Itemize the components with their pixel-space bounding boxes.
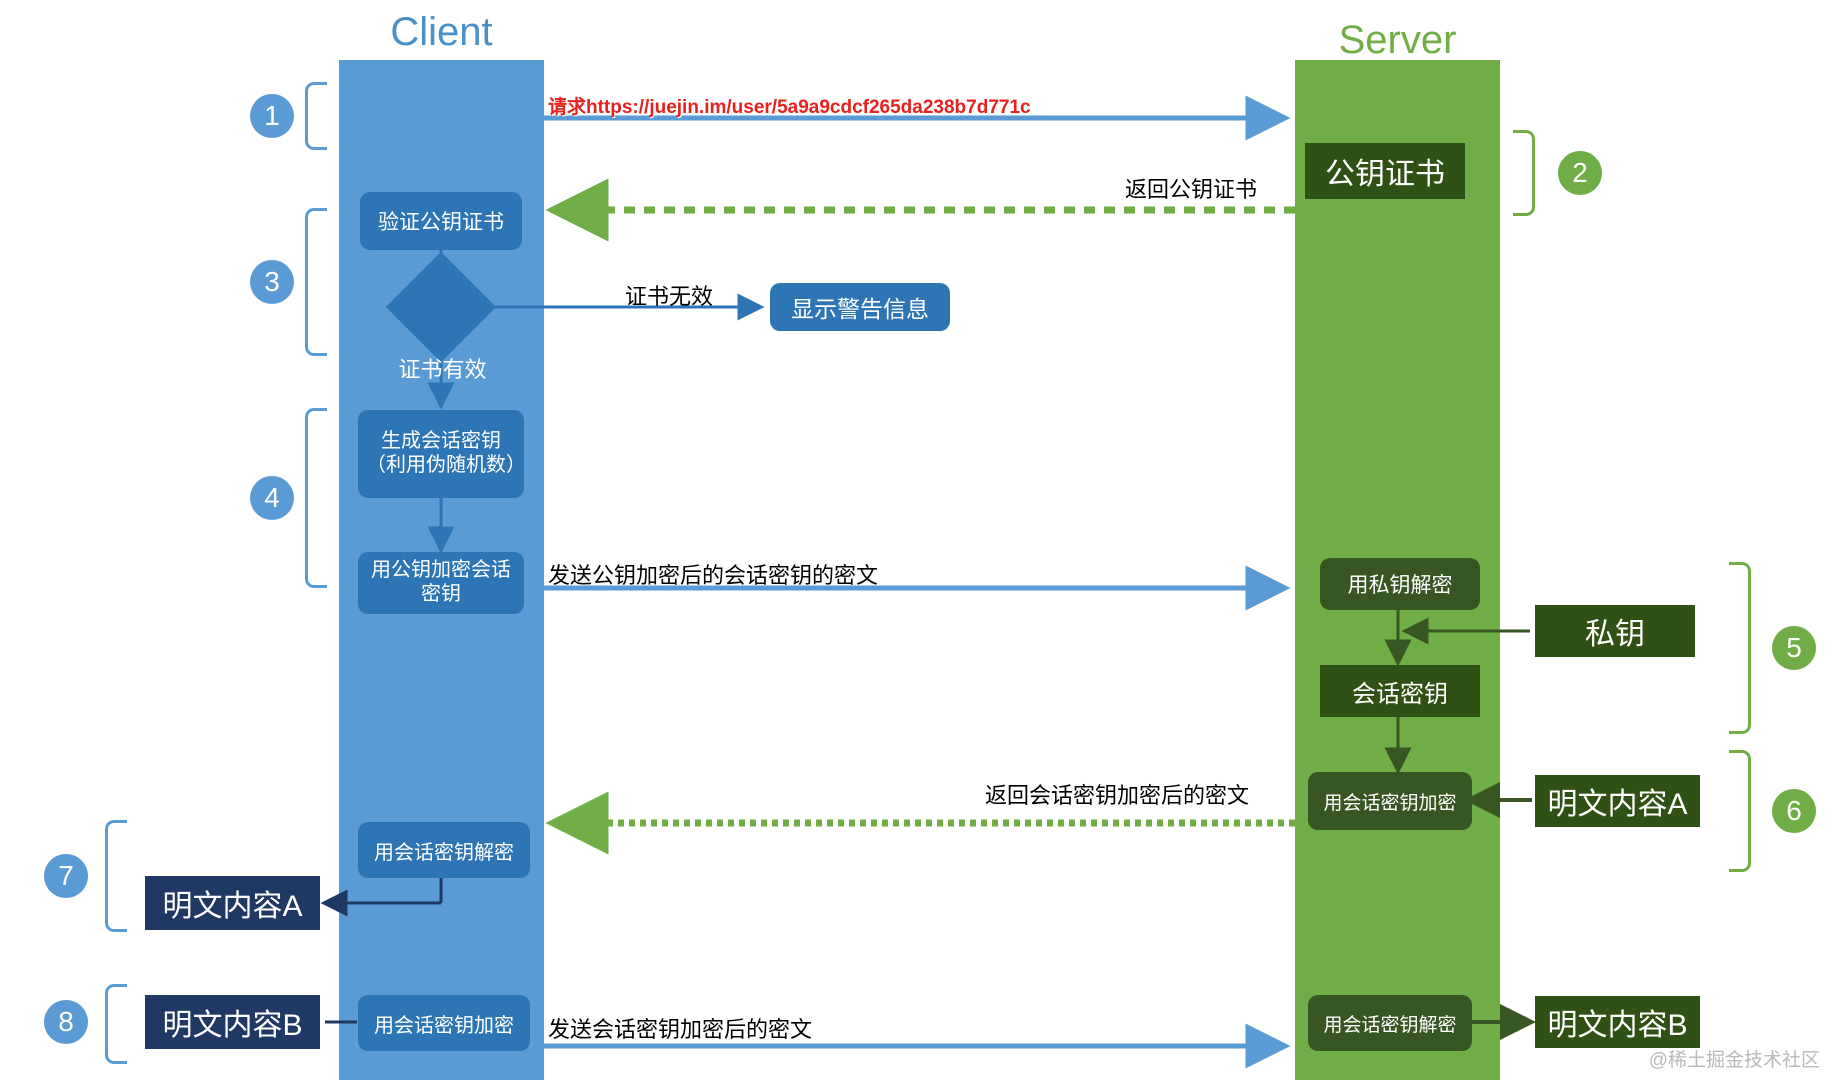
step-bullet-5[interactable]: 5 [1772,626,1816,670]
step-bracket-3 [305,208,327,356]
step-bracket-5 [1729,562,1751,734]
client-node-verify-cert-label: 验证公钥证书 [378,211,504,234]
server-node-encrypt-with-session-key-label: 用会话密钥加密 [1323,792,1457,814]
server-node-plaintext-a[interactable]: 明文内容A [1535,775,1700,827]
client-node-show-warning[interactable]: 显示警告信息 [770,283,950,331]
client-node-gen-session-key[interactable]: 生成会话密钥（利用伪随机数） [358,410,526,498]
flow-label-request-url: 请求https://juejin.im/user/5a9a9cdcf265da2… [548,97,1031,118]
flow-label-send-encrypted-content: 发送会话密钥加密后的密文 [548,1017,813,1042]
client-node-plaintext-a-label: 明文内容A [162,890,303,923]
client-node-plaintext-b-label: 明文内容B [162,1009,303,1042]
step-bullet-1[interactable]: 1 [250,94,294,138]
step-bracket-7 [105,820,127,932]
client-node-encrypt-with-session-key-label: 用会话密钥加密 [374,1014,514,1037]
step-bullet-2-label: 2 [1572,157,1588,188]
step-bullet-7[interactable]: 7 [44,854,88,898]
step-bracket-6 [1729,750,1751,872]
step-bracket-8 [105,984,127,1064]
step-bullet-8[interactable]: 8 [44,1000,88,1044]
server-node-decrypt-with-session-key[interactable]: 用会话密钥解密 [1308,995,1472,1051]
flow-label-send-encrypted-session-key: 发送公钥加密后的会话密钥的密文 [548,563,879,588]
step-bullet-6[interactable]: 6 [1772,789,1816,833]
server-node-session-key[interactable]: 会话密钥 [1320,665,1480,717]
client-node-plaintext-a[interactable]: 明文内容A [145,876,320,930]
step-bullet-7-label: 7 [58,860,74,891]
server-node-encrypt-with-session-key[interactable]: 用会话密钥加密 [1308,772,1472,830]
client-node-decrypt-with-session-key[interactable]: 用会话密钥解密 [358,822,530,878]
step-bullet-4[interactable]: 4 [250,476,294,520]
step-bullet-6-label: 6 [1786,795,1802,826]
flow-label-return-cert: 返回公钥证书 [1125,177,1258,202]
client-node-decrypt-with-session-key-label: 用会话密钥解密 [374,841,514,864]
step-bullet-4-label: 4 [264,482,280,513]
step-bullet-2[interactable]: 2 [1558,151,1602,195]
server-node-decrypt-with-privkey-label: 用私钥解密 [1347,574,1453,597]
client-decision-label: 证书有效 [398,357,487,382]
client-node-encrypt-with-pubkey-label: 用公钥加密会话密钥 [371,559,511,605]
server-node-plaintext-a-label: 明文内容A [1547,788,1688,821]
server-node-decrypt-with-session-key-label: 用会话密钥解密 [1323,1014,1457,1036]
server-node-private-key-label: 私钥 [1585,618,1645,651]
step-bullet-3-label: 3 [264,266,280,297]
client-node-verify-cert[interactable]: 验证公钥证书 [360,192,522,250]
server-node-session-key-label: 会话密钥 [1352,680,1448,708]
step-bullet-3[interactable]: 3 [250,260,294,304]
step-bracket-1 [305,82,327,150]
flow-label-cert-invalid: 证书无效 [625,284,714,309]
client-node-encrypt-with-pubkey[interactable]: 用公钥加密会话密钥 [358,552,524,614]
watermark: @稀土掘金技术社区 [1648,1050,1820,1071]
step-bullet-5-label: 5 [1786,632,1802,663]
client-node-encrypt-with-session-key[interactable]: 用会话密钥加密 [358,995,530,1051]
client-node-plaintext-b[interactable]: 明文内容B [145,995,320,1049]
server-node-plaintext-b[interactable]: 明文内容B [1535,996,1700,1048]
server-node-private-key[interactable]: 私钥 [1535,605,1695,657]
client-node-gen-session-key-label: 生成会话密钥（利用伪随机数） [366,430,526,476]
step-bracket-4 [305,408,327,588]
client-lane-title: Client [390,10,493,54]
server-node-public-key-cert-label: 公钥证书 [1325,158,1445,191]
server-node-plaintext-b-label: 明文内容B [1547,1009,1688,1042]
flow-label-return-encrypted-content: 返回会话密钥加密后的密文 [985,783,1250,808]
step-bullet-8-label: 8 [58,1006,74,1037]
server-node-public-key-cert[interactable]: 公钥证书 [1305,143,1465,199]
server-lane-title: Server [1338,18,1457,62]
step-bullet-1-label: 1 [264,100,280,131]
client-node-show-warning-label: 显示警告信息 [791,296,929,322]
step-bracket-2 [1513,130,1535,216]
server-node-decrypt-with-privkey[interactable]: 用私钥解密 [1320,558,1480,610]
